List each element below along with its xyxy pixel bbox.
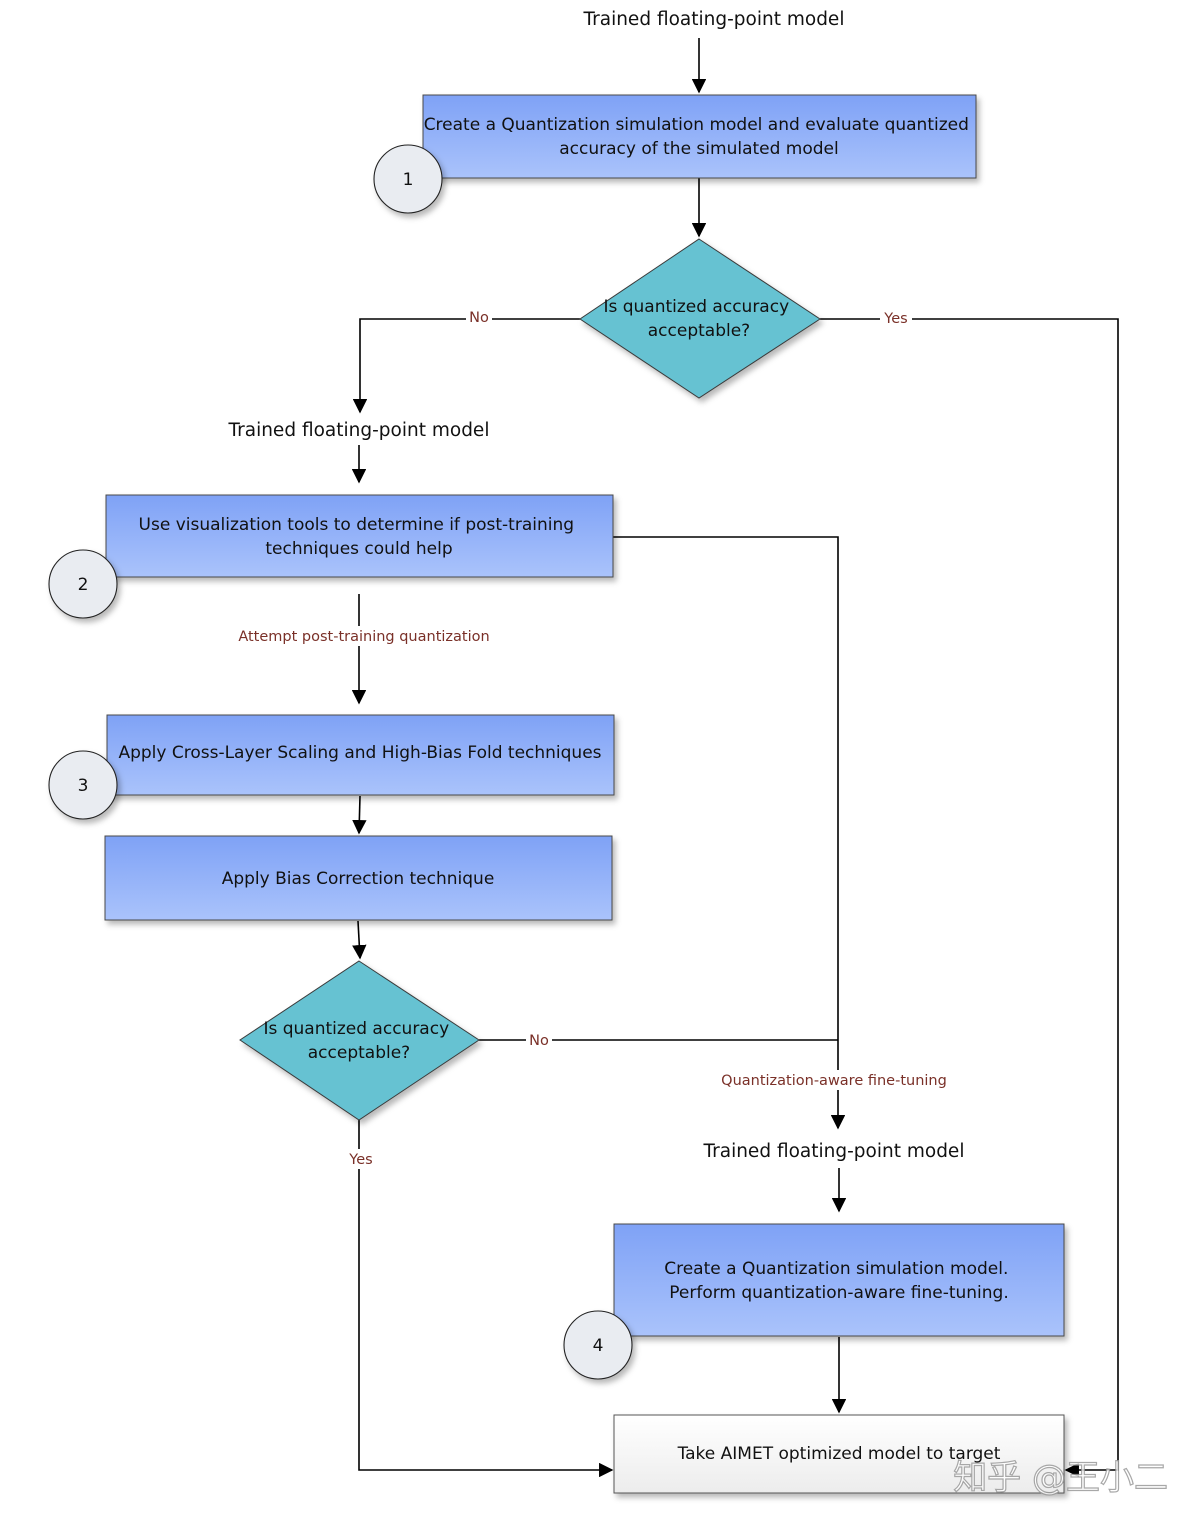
first-decision-line-2: acceptable? (648, 321, 750, 341)
mid-model-label: Trained floating-point model (228, 420, 490, 441)
step-1-badge: 1 (373, 144, 443, 214)
qat-line-2: Perform quantization-aware fine-tuning. (669, 1283, 1009, 1303)
step-3-badge: 3 (48, 750, 118, 820)
edge-second-decision-yes (358, 1120, 614, 1478)
cross-layer-box: Apply Cross-Layer Scaling and High-Bias … (106, 714, 615, 796)
svg-text:Apply Cross-Layer Scaling and: Apply Cross-Layer Scaling and High-Bias … (118, 743, 601, 763)
target-box: Take AIMET optimized model to target (613, 1414, 1065, 1494)
target-line-1: Take AIMET optimized model to target (677, 1444, 1001, 1464)
right-model-label: Trained floating-point model (703, 1141, 965, 1162)
step-4-badge: 4 (563, 1310, 633, 1380)
edge-label-second-no: No (529, 1033, 549, 1049)
svg-text:Create a Quantization simulati: Create a Quantization simulation model. … (664, 1259, 1014, 1303)
svg-text:Is quantized accuracy ac: Is quantized accuracy acceptable? (603, 297, 794, 341)
second-decision: Is quantized accuracy acceptable? (239, 960, 480, 1121)
edge-label-attempt-ptq: Attempt post-training quantization (238, 629, 489, 645)
svg-text:Take AIMET optimized model to: Take AIMET optimized model to target (677, 1444, 1001, 1464)
edge-label-qat: Quantization-aware fine-tuning (721, 1073, 947, 1089)
qat-box: Create a Quantization simulation model. … (613, 1223, 1065, 1337)
svg-text:Create a Quantization simulati: Create a Quantization simulation model a… (424, 115, 975, 159)
edge-labels: No Yes Attempt post-training quantizatio… (232, 309, 954, 1169)
step-2-number: 2 (78, 575, 89, 595)
step-3-number: 3 (78, 776, 89, 796)
watermark: 知乎 @王小二 (953, 1458, 1168, 1498)
edge-label-first-no: No (469, 310, 489, 326)
edge-bias-to-decision (352, 920, 367, 960)
edge-label-second-yes: Yes (348, 1152, 372, 1168)
bias-correction-box: Apply Bias Correction technique (104, 835, 613, 921)
svg-text:Is quantized accuracy ac: Is quantized accuracy acceptable? (263, 1019, 454, 1063)
svg-text:Apply Bias Correction techniqu: Apply Bias Correction technique (222, 869, 495, 889)
second-decision-line-2: acceptable? (308, 1043, 410, 1063)
step-4-number: 4 (593, 1336, 604, 1356)
visualize-line-1: Use visualization tools to determine if … (139, 515, 574, 535)
bias-correction-line-1: Apply Bias Correction technique (222, 869, 495, 889)
top-model-label: Trained floating-point model (583, 9, 845, 30)
step-2-badge: 2 (48, 549, 118, 619)
edge-visualize-to-qat (613, 536, 846, 1130)
cross-layer-line-1: Apply Cross-Layer Scaling and High-Bias … (118, 743, 601, 763)
qat-line-1: Create a Quantization simulation model. (664, 1259, 1008, 1279)
create-sim-line-2: accuracy of the simulated model (559, 139, 839, 159)
second-decision-line-1: Is quantized accuracy (263, 1019, 449, 1039)
edges (351, 38, 1119, 1478)
create-sim-box: Create a Quantization simulation model a… (422, 94, 977, 179)
edge-cross-layer-to-bias (352, 795, 367, 835)
svg-text:Use visualization tools to det: Use visualization tools to determine if … (139, 515, 580, 559)
visualize-line-2: techniques could help (265, 539, 452, 559)
first-decision-line-1: Is quantized accuracy (603, 297, 789, 317)
first-decision: Is quantized accuracy acceptable? (579, 238, 821, 399)
step-1-number: 1 (403, 170, 414, 190)
edge-decision-no (352, 318, 580, 414)
edge-decision-yes (820, 318, 1119, 1478)
create-sim-line-1: Create a Quantization simulation model a… (424, 115, 969, 135)
edge-label-first-yes: Yes (883, 311, 907, 327)
visualize-box: Use visualization tools to determine if … (105, 494, 614, 578)
